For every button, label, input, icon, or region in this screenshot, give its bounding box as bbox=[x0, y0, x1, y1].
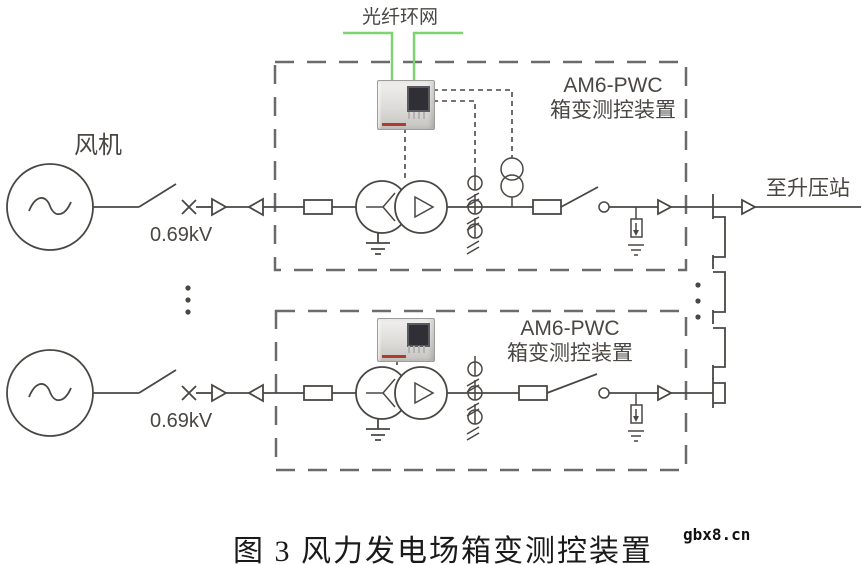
ellipsis-right bbox=[695, 282, 701, 320]
device-screen bbox=[407, 85, 431, 112]
watermark: gbx8.cn bbox=[683, 525, 751, 544]
figure-caption: 图 3 风力发电场箱变测控装置 bbox=[233, 535, 653, 565]
device-screen bbox=[407, 323, 431, 347]
device-brand-stripe bbox=[382, 122, 406, 126]
unit-2-model: AM6-PWC bbox=[520, 317, 620, 340]
device-keys bbox=[408, 111, 426, 120]
branch-1-right bbox=[404, 89, 861, 256]
voltage-label-2: 0.69kV bbox=[150, 410, 213, 432]
unit-1-desc: 箱变测控装置 bbox=[550, 99, 676, 122]
voltage-label-1: 0.69kV bbox=[150, 224, 213, 246]
unit-2-desc: 箱变测控装置 bbox=[507, 342, 633, 365]
fiber-ring-lines bbox=[343, 31, 463, 81]
branch-1-left bbox=[6, 163, 548, 255]
branch-2-left bbox=[6, 349, 548, 441]
control-device-2 bbox=[377, 318, 435, 362]
unit-1-label: AM6-PWC 箱变测控装置 bbox=[543, 73, 683, 123]
unit-1-model: AM6-PWC bbox=[563, 74, 663, 97]
unit-1-dashed-box bbox=[273, 60, 688, 272]
to-station-label: 至升压站 bbox=[766, 177, 850, 200]
fiber-ring-label: 光纤环网 bbox=[361, 7, 438, 28]
unit-2-dashed-box bbox=[274, 309, 688, 472]
unit-2-label: AM6-PWC 箱变测控装置 bbox=[500, 316, 640, 366]
collector-bus bbox=[712, 194, 726, 408]
ellipsis-left bbox=[185, 285, 191, 315]
control-device-1 bbox=[377, 80, 435, 130]
branch-2-right bbox=[396, 360, 713, 442]
device-brand-stripe bbox=[382, 355, 406, 359]
device-keys bbox=[408, 345, 426, 353]
wind-turbine-label: 风机 bbox=[74, 132, 122, 159]
